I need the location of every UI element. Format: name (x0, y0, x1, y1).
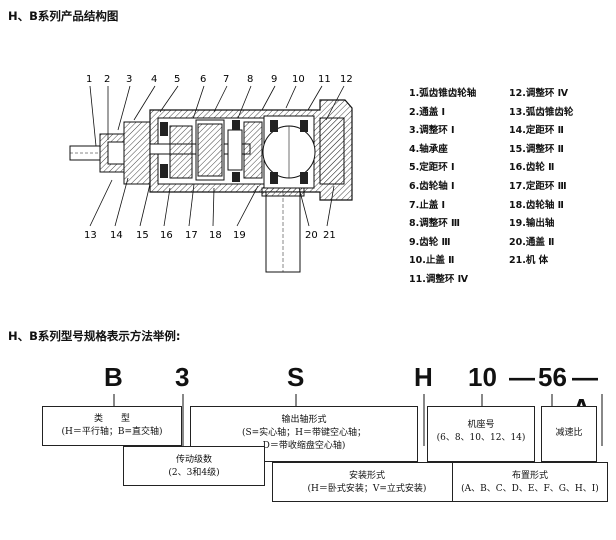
callout-5: 5 (174, 74, 180, 85)
box-type-detail: (H＝平行轴；B=直交轴) (61, 427, 163, 437)
part-item: 10.止盖 Ⅱ (409, 255, 455, 267)
parts-list-left: 1.弧齿锥齿轮轴 2.通盖 Ⅰ 3.调整环 Ⅰ 4.轴承座 5.定距环 Ⅰ 6.… (409, 85, 476, 290)
box-layout-detail: (A、B、C、D、E、F、G、H、I) (461, 484, 599, 494)
box-output-shaft: 输出轴形式 (S=实心轴；H＝带键空心轴； D＝带收缩盘空心轴) (190, 406, 418, 462)
code-stage-digit: 3 (175, 362, 190, 392)
part-item: 19.输出轴 (509, 218, 555, 230)
part-item: 7.止盖 Ⅰ (409, 199, 446, 211)
box-stage-detail: (2、3和4级) (168, 468, 220, 478)
code-connectors (113, 394, 603, 446)
callout-1: 1 (86, 74, 92, 85)
part-item: 3.调整环 Ⅰ (409, 125, 455, 137)
part-item: 5.定距环 Ⅰ (409, 162, 455, 174)
callout-2: 2 (104, 74, 110, 85)
part-item: 12.调整环 Ⅳ (509, 88, 569, 99)
box-ratio-title: 减速比 (555, 428, 583, 438)
box-frame-detail: (6、8、10、12、14) (436, 433, 526, 443)
callout-6: 6 (200, 74, 206, 85)
box-layout: 布置形式 (A、B、C、D、E、F、G、H、I) (452, 462, 608, 502)
callout-9: 9 (271, 74, 277, 85)
code-mount-letter: H (414, 362, 433, 392)
part-item: 16.齿轮 Ⅱ (509, 162, 555, 174)
part-item: 2.通盖 Ⅰ (409, 106, 446, 118)
callout-11: 11 (318, 74, 331, 85)
part-item: 14.定距环 Ⅱ (509, 125, 564, 137)
box-layout-title: 布置形式 (511, 471, 548, 481)
part-item: 6.齿轮轴 Ⅰ (409, 180, 455, 192)
part-item: 21.机 体 (509, 255, 549, 267)
callout-3: 3 (126, 74, 132, 85)
box-ratio: 减速比 (541, 406, 597, 462)
callout-18: 18 (209, 230, 222, 241)
part-item: 4.轴承座 (409, 143, 448, 155)
code-frame-number: 10 (468, 362, 497, 392)
gearbox-cross-section: 1 2 3 4 5 6 7 8 9 10 11 12 13 14 15 16 1… (69, 74, 353, 273)
callout-16: 16 (160, 230, 173, 241)
code-ratio-number: 56 (538, 362, 567, 392)
box-type-title: 类 型 (93, 414, 130, 424)
callout-4: 4 (151, 74, 157, 85)
box-shaft-detail-1: (S=实心轴；H＝带键空心轴； (241, 428, 367, 438)
callout-10: 10 (292, 74, 305, 85)
box-mounting: 安装形式 (H＝卧式安装；V=立式安装) (272, 462, 462, 502)
callout-13: 13 (84, 230, 97, 241)
callout-14: 14 (110, 230, 123, 241)
code-dash: — (509, 362, 535, 392)
part-item: 15.调整环 Ⅱ (509, 143, 564, 155)
part-item: 11.调整环 Ⅳ (409, 273, 469, 285)
callout-7: 7 (223, 74, 229, 85)
box-stages: 传动级数 (2、3和4级) (123, 446, 265, 486)
box-mount-title: 安装形式 (348, 471, 385, 481)
part-item: 1.弧齿锥齿轮轴 (409, 88, 477, 99)
parts-list-right: 12.调整环 Ⅳ 13.弧齿锥齿轮 14.定距环 Ⅱ 15.调整环 Ⅱ 16.齿… (509, 85, 573, 271)
callout-20: 20 (305, 230, 318, 241)
part-item: 20.通盖 Ⅱ (509, 236, 555, 248)
box-shaft-title: 输出轴形式 (281, 415, 327, 425)
part-item: 9.齿轮 Ⅲ (409, 236, 451, 248)
box-type: 类 型 (H＝平行轴；B=直交轴) (42, 406, 182, 446)
box-shaft-detail-2: D＝带收缩盘空心轴) (262, 441, 346, 451)
code-type-letter: B (104, 362, 123, 392)
box-frame-title: 机座号 (467, 420, 495, 430)
part-item: 13.弧齿锥齿轮 (509, 106, 574, 118)
part-item: 8.调整环 Ⅲ (409, 218, 461, 230)
box-stage-title: 传动级数 (175, 455, 212, 465)
part-item: 18.齿轮轴 Ⅱ (509, 199, 564, 211)
callout-21: 21 (323, 230, 336, 241)
part-item: 17.定距环 Ⅲ (509, 180, 567, 192)
section-title-model-code: H、B系列型号规格表示方法举例: (8, 329, 181, 343)
box-frame-size: 机座号 (6、8、10、12、14) (427, 406, 535, 462)
callout-17: 17 (185, 230, 198, 241)
callout-12: 12 (340, 74, 353, 85)
callout-15: 15 (136, 230, 149, 241)
section-title-structure: H、B系列产品结构图 (8, 9, 119, 23)
callout-8: 8 (247, 74, 253, 85)
box-mount-detail: (H＝卧式安装；V=立式安装) (307, 484, 427, 494)
callout-19: 19 (233, 230, 246, 241)
code-shaft-letter: S (287, 362, 305, 392)
